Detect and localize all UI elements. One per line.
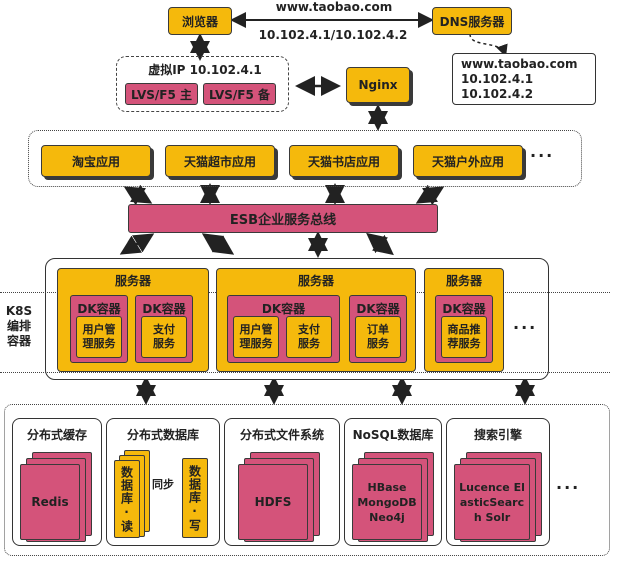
k8s-divider-bottom (0, 372, 610, 373)
storage-title: 分布式数据库 (126, 428, 199, 442)
vip-label: 虚拟IP 10.102.4.1 (148, 63, 262, 77)
service-label: 用户管理服务 (239, 323, 273, 350)
nosql-node: HBase MongoDB Neo4j (352, 464, 422, 540)
dns-result-box: www.taobao.com 10.102.4.1 10.102.4.2 (452, 53, 596, 105)
esb-k8s-arrow-4 (366, 232, 394, 256)
app-node: 淘宝应用 (41, 145, 151, 177)
apps-ellipsis: ··· (530, 146, 555, 165)
storage-ellipsis: ··· (556, 478, 581, 497)
container-title: DK容器 (442, 302, 486, 316)
servers-ellipsis: ··· (513, 318, 538, 337)
dns-server-node: DNS服务器 (432, 7, 512, 35)
container-title: DK容器 (77, 302, 121, 316)
storage-title: 搜索引擎 (473, 428, 522, 442)
db-write-label: 数据库·写 (187, 464, 202, 532)
ip-label: 10.102.4.1/10.102.4.2 (258, 28, 408, 42)
search-label: Lucence ElasticSearch Solr (459, 480, 525, 524)
nosql-label: HBase MongoDB Neo4j (357, 480, 417, 524)
db-read-node: 数据库·读 (114, 460, 140, 538)
app-layer (28, 130, 582, 187)
dns-result-line: 10.102.4.1 (461, 72, 534, 86)
esb-k8s-arrow-2 (201, 233, 235, 255)
browser-label: 浏览器 (181, 14, 218, 29)
service-node: 商品推荐服务 (441, 316, 487, 358)
service-label: 支付服务 (153, 323, 175, 350)
cache-node: Redis (20, 464, 80, 540)
dns-result-curve (469, 33, 508, 57)
service-label: 支付服务 (298, 323, 320, 350)
apps-esb-arrow-4 (415, 184, 445, 206)
hdfs-node: HDFS (238, 464, 308, 540)
lvs-master-label: LVS/F5 主 (130, 87, 193, 102)
app-node: 天猫书店应用 (289, 145, 399, 177)
service-node: 订单服务 (355, 316, 401, 358)
app-label: 淘宝应用 (71, 154, 120, 169)
service-node: 用户管理服务 (233, 316, 279, 358)
storage-title: 分布式缓存 (26, 428, 87, 442)
esb-label: ESB企业服务总线 (229, 213, 337, 228)
k8s-label-line: 编排 (6, 319, 31, 333)
k8s-label-line: 容器 (6, 334, 31, 348)
esb-k8s-arrow-1 (119, 233, 155, 255)
lvs-backup-node: LVS/F5 备 (203, 83, 276, 105)
dns-server-label: DNS服务器 (439, 14, 505, 29)
hdfs-label: HDFS (254, 495, 292, 509)
k8s-label-line: K8S (5, 304, 33, 318)
apps-esb-arrow-1 (123, 184, 153, 206)
container-title: DK容器 (142, 302, 186, 316)
vip-group (116, 56, 289, 112)
server-title: 服务器 (114, 274, 151, 288)
container-title: DK容器 (356, 302, 400, 316)
server-title: 服务器 (445, 274, 482, 288)
app-label: 天猫书店应用 (307, 154, 380, 169)
db-read-label: 数据库·读 (119, 465, 134, 533)
cache-label: Redis (31, 495, 69, 509)
service-node: 用户管理服务 (76, 316, 122, 358)
dns-result-line: 10.102.4.2 (461, 87, 534, 101)
domain-label: www.taobao.com (275, 0, 393, 14)
dns-result-line: www.taobao.com (461, 57, 578, 71)
server-title: 服务器 (297, 274, 334, 288)
browser-node: 浏览器 (168, 7, 232, 35)
service-label: 商品推荐服务 (447, 323, 481, 350)
lvs-backup-label: LVS/F5 备 (208, 87, 271, 102)
service-label: 订单服务 (367, 323, 389, 350)
esb-bus: ESB企业服务总线 (128, 204, 438, 233)
app-label: 天猫户外应用 (431, 154, 504, 169)
app-node: 天猫户外应用 (413, 145, 523, 177)
service-node: 支付服务 (141, 316, 187, 358)
app-node: 天猫超市应用 (165, 145, 275, 177)
container-title: DK容器 (261, 302, 306, 316)
storage-layer (4, 404, 610, 556)
db-write-node: 数据库·写 (182, 458, 208, 538)
storage-title: 分布式文件系统 (239, 428, 324, 442)
search-node: Lucence ElasticSearch Solr (454, 464, 530, 540)
sync-label: 同步 (152, 478, 174, 491)
nginx-node: Nginx (346, 67, 410, 103)
k8s-label: K8S 编排 容器 (4, 304, 34, 352)
app-label: 天猫超市应用 (183, 154, 256, 169)
service-node: 支付服务 (286, 316, 332, 358)
storage-title: NoSQL数据库 (352, 428, 434, 442)
nginx-label: Nginx (358, 78, 398, 92)
service-label: 用户管理服务 (82, 323, 116, 350)
lvs-master-node: LVS/F5 主 (125, 83, 198, 105)
